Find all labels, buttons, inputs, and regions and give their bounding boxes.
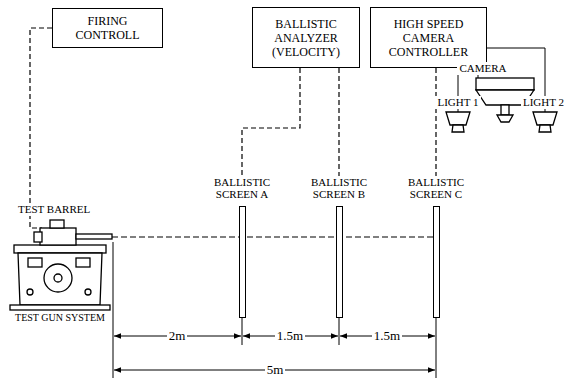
dimension-label: 1.5m [372,328,402,343]
test-gun-system [10,220,112,310]
part-label: TEST BARREL [16,203,92,216]
signal-connector [435,68,436,176]
box-label: BALLISTIC ANALYZER (VELOCITY) [260,17,352,59]
screen-panel [239,206,246,318]
part-label: CAMERA [457,62,508,75]
box-text-wrap: FIRING CONTROLL [58,14,158,42]
dimension-label: 1.5m [275,328,305,343]
instrument-box: HIGH SPEED CAMERA CONTROLLER [370,7,487,68]
dimension-label: 5m [265,362,286,377]
box-label: HIGH SPEED CAMERA CONTROLLER [381,17,477,59]
line-of-fire [112,236,440,237]
dimension-lines [113,242,436,378]
part-label: LIGHT 2 [521,96,566,109]
part-label: TEST GUN SYSTEM [13,312,107,324]
screen-label: BALLISTIC SCREEN A [205,176,279,200]
signal-connector [242,68,300,176]
box-label: FIRING CONTROLL [58,14,158,42]
instrument-box: BALLISTIC ANALYZER (VELOCITY) [252,7,360,68]
screen-label: BALLISTIC SCREEN B [302,176,376,200]
screen-label: BALLISTIC SCREEN C [399,176,473,200]
dimension-label: 2m [167,328,188,343]
ballistic-screen: BALLISTIC SCREEN B [302,176,376,318]
box-text-wrap: HIGH SPEED CAMERA CONTROLLER [381,17,477,59]
screen-panel [433,206,440,318]
ballistic-screen: BALLISTIC SCREEN A [205,176,279,318]
instrument-box: FIRING CONTROLL [52,8,163,48]
box-text-wrap: BALLISTIC ANALYZER (VELOCITY) [260,17,352,59]
screen-panel [336,206,343,318]
firing-line [30,28,52,228]
part-label: LIGHT 1 [435,96,480,109]
signal-connector [338,68,339,176]
light-symbol [446,112,557,132]
ballistic-screen: BALLISTIC SCREEN C [399,176,473,318]
